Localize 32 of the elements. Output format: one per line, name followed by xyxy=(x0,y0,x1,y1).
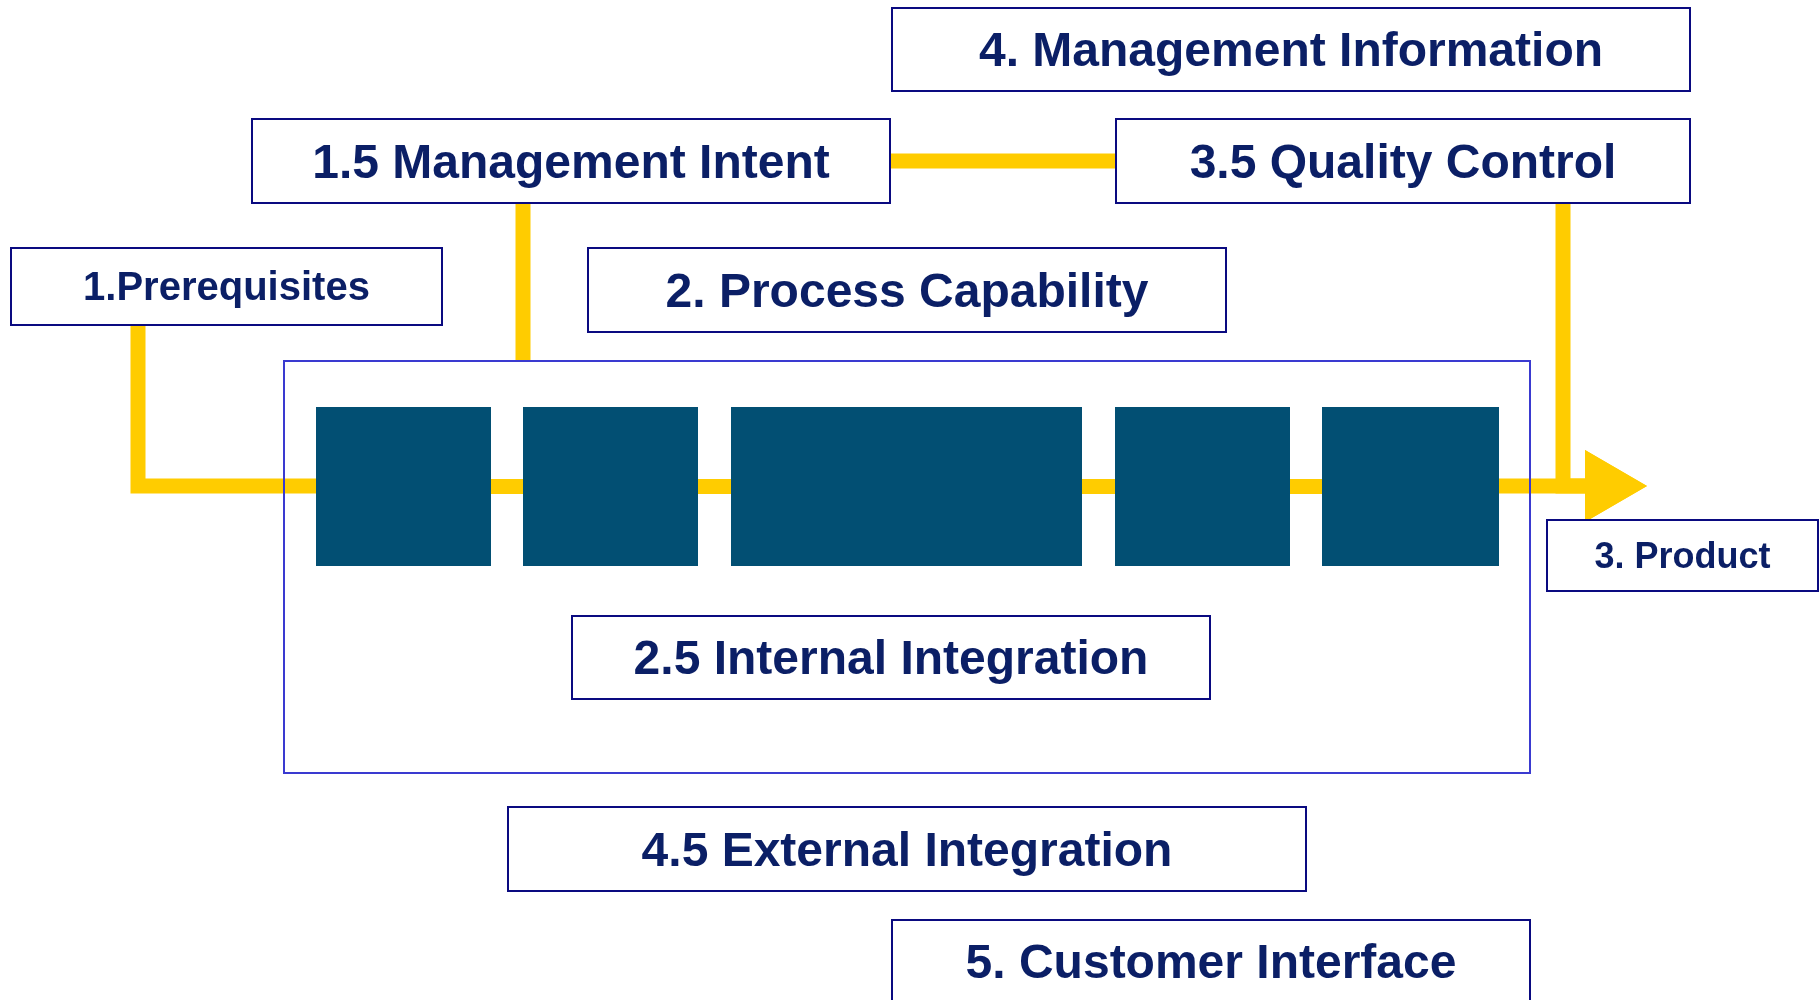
text-box xyxy=(1546,519,1819,592)
text-box xyxy=(571,615,1211,700)
text-box xyxy=(587,247,1227,333)
text-box xyxy=(1115,118,1691,204)
process-block xyxy=(1115,407,1290,566)
process-block xyxy=(316,407,491,566)
box-label: 2.5 Internal Integration xyxy=(633,630,1149,685)
box-label: 1.Prerequisites xyxy=(83,264,370,309)
process-block xyxy=(523,407,698,566)
box-label: 3.5 Quality Control xyxy=(1189,133,1617,189)
box-label: 4. Management Information xyxy=(978,22,1604,77)
connector-line xyxy=(491,479,523,494)
text-box xyxy=(891,919,1531,1000)
connector-line xyxy=(891,153,1115,169)
connector-line xyxy=(1290,479,1322,494)
connector-line xyxy=(1082,479,1115,494)
box-label: 5. Customer Interface xyxy=(965,934,1457,989)
text-box xyxy=(10,247,443,326)
arrow xyxy=(1555,204,1647,522)
connector-line xyxy=(698,479,731,494)
process-block xyxy=(731,407,1082,566)
connector-line xyxy=(515,204,531,360)
box-label: 4.5 External Integration xyxy=(641,821,1173,877)
process-frame xyxy=(283,360,1531,774)
box-label: 3. Product xyxy=(1594,534,1771,577)
text-box xyxy=(507,806,1307,892)
process-block xyxy=(1322,407,1499,566)
text-box xyxy=(251,118,891,204)
box-label: 1.5 Management Intent xyxy=(312,133,830,189)
text-box xyxy=(891,7,1691,92)
box-label: 2. Process Capability xyxy=(665,262,1149,318)
connector-line xyxy=(130,326,316,494)
